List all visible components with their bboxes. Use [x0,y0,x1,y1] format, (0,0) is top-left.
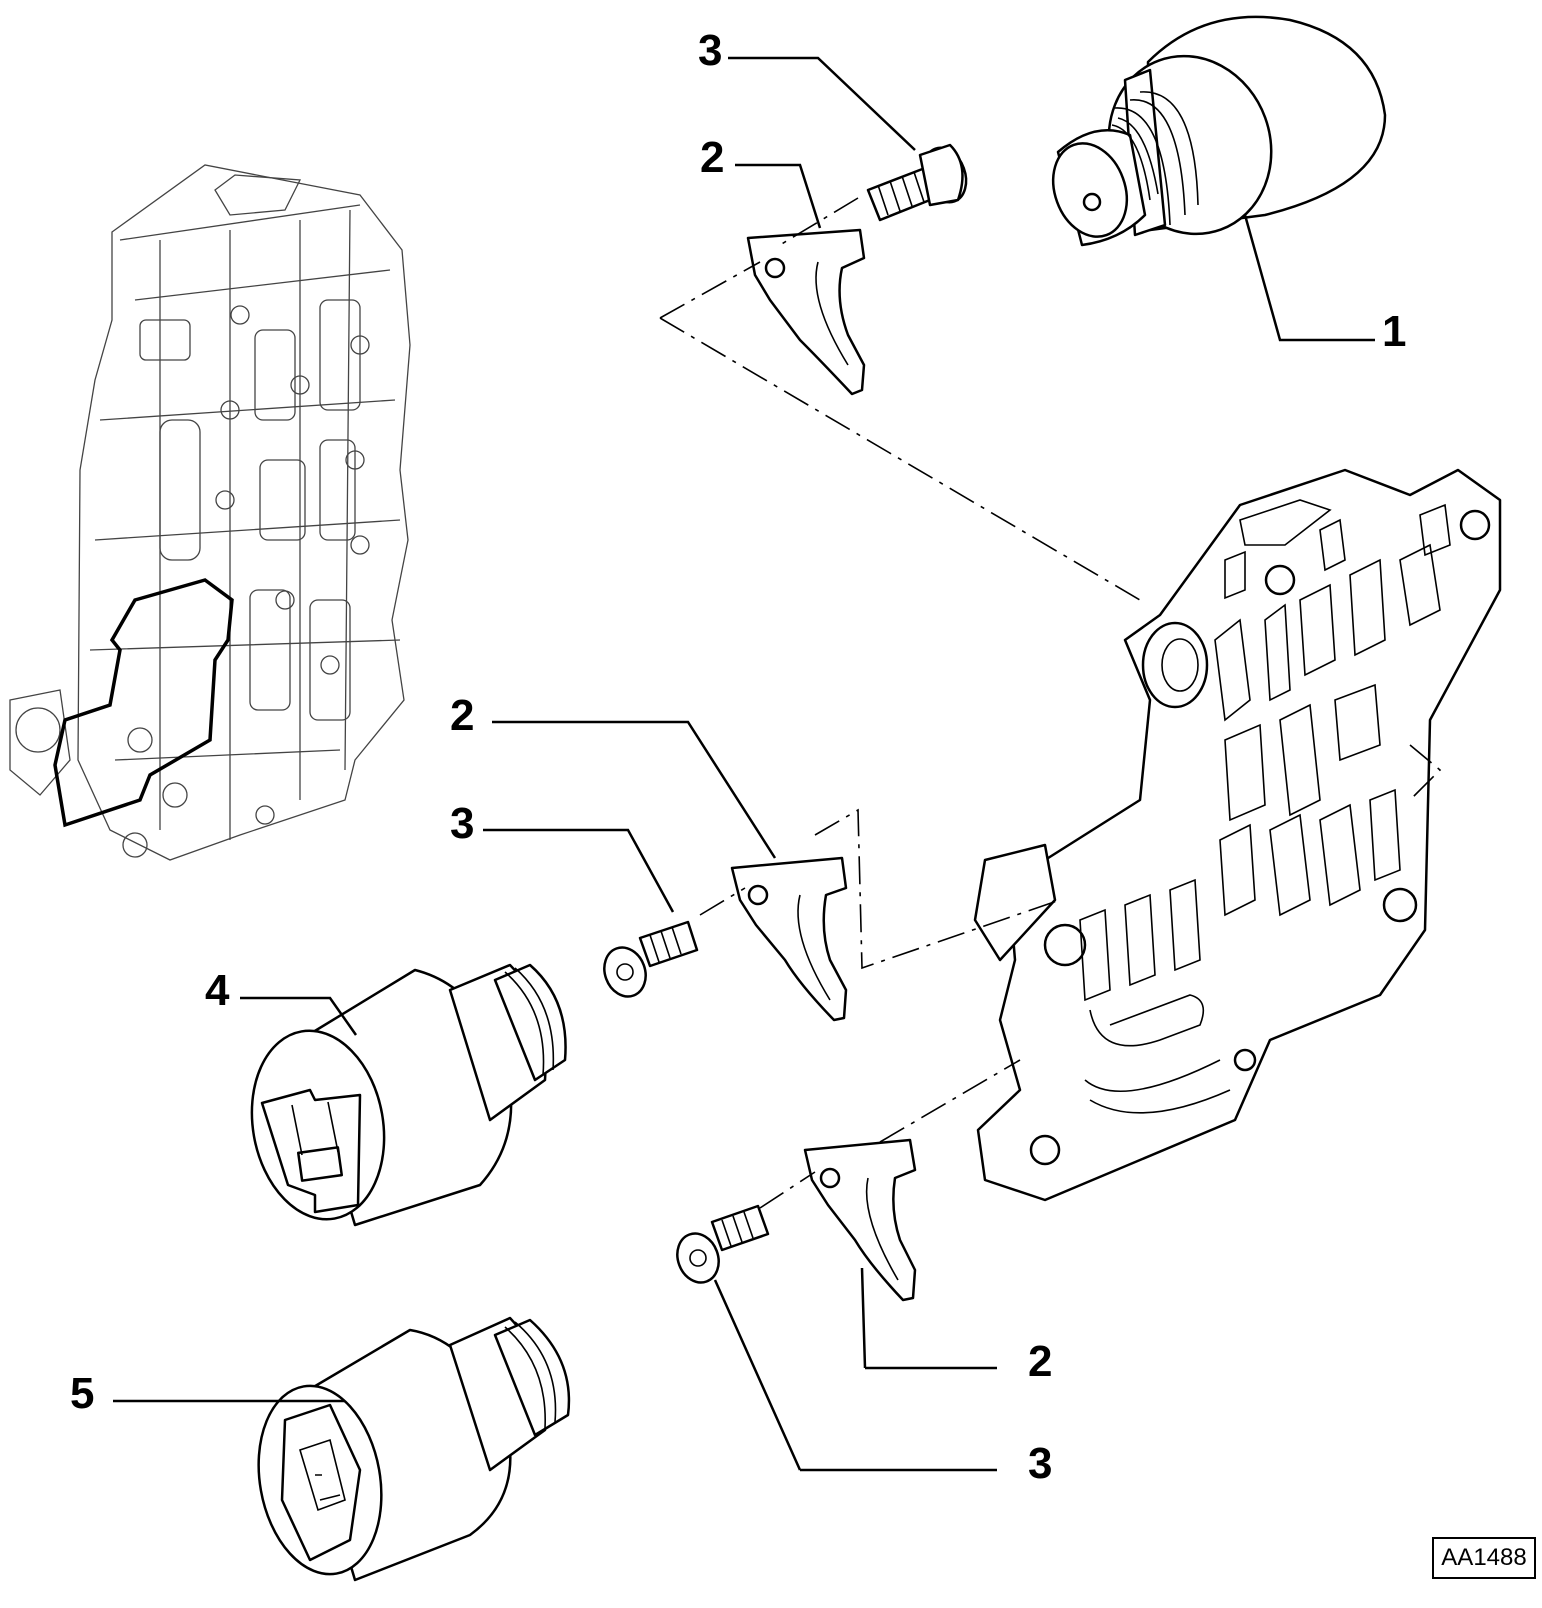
callout-3-middle: 3 [450,799,474,848]
shift-fork-middle [730,856,848,1022]
valve-plate [973,468,1502,1202]
callout-2-lower: 2 [1028,1337,1052,1386]
assembly-axis-lines [659,197,1442,1209]
drawing-reference-code: AA1488 [1432,1537,1536,1579]
callout-2-middle: 2 [450,691,474,740]
callout-labels: 1 3 2 2 3 4 5 2 3 [70,26,1406,1488]
shift-fork-lower [803,1138,917,1302]
bolt-middle [603,920,699,998]
leader-lines [113,56,1375,1472]
solenoid-valve-5 [257,1316,571,1582]
callout-3-lower: 3 [1028,1439,1052,1488]
callout-3-top: 3 [698,26,722,75]
solenoid-valve-1 [1051,15,1387,247]
shift-fork-top [746,228,866,396]
callout-2-top: 2 [700,133,724,182]
callout-5: 5 [70,1369,94,1418]
solenoid-valve-4 [250,963,567,1227]
bolt-lower [676,1204,770,1284]
callout-1: 1 [1382,307,1406,356]
bolt-top [866,143,968,222]
valve-body-locator-view [9,164,411,861]
callout-4: 4 [205,966,230,1015]
